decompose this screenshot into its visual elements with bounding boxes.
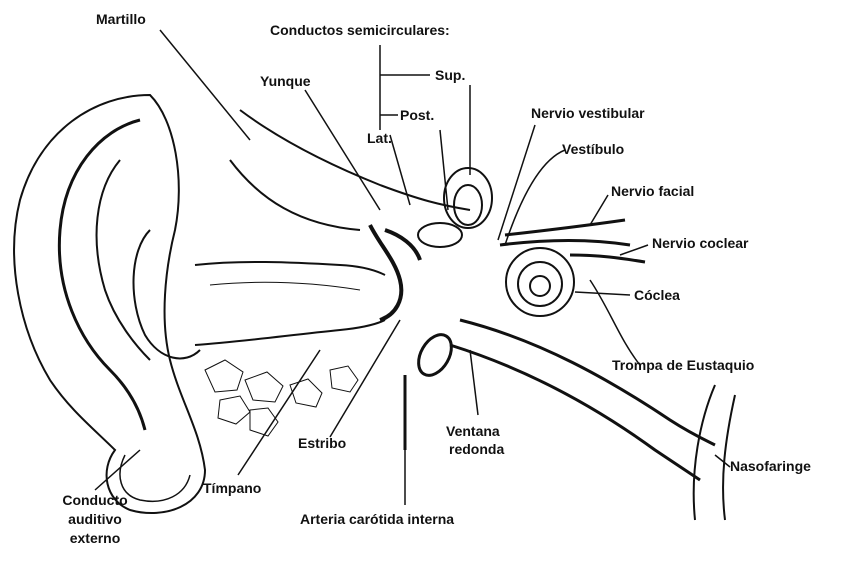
cochlea-inner (530, 276, 550, 296)
nasopharynx (694, 385, 735, 520)
ear-canal-lower (195, 320, 385, 345)
label-conductos-semicirculares: Conductos semicirculares: (270, 22, 450, 38)
ear-canal-inner (210, 282, 360, 290)
label-nervio-facial: Nervio facial (611, 183, 694, 199)
earlobe-inner (120, 455, 190, 501)
label-yunque: Yunque (260, 73, 311, 89)
label-nervio-coclear: Nervio coclear (652, 235, 749, 251)
superior-canal (444, 168, 492, 228)
label-post: Post. (400, 107, 434, 123)
cochlear-nerve (570, 255, 645, 262)
pinna-inner-fold (59, 120, 145, 430)
label-conducto-line1: Conducto (62, 492, 127, 508)
label-vestibulo: Vestíbulo (562, 141, 624, 157)
ear-canal-upper (195, 262, 385, 275)
label-coclea: Cóclea (634, 287, 680, 303)
label-sup: Sup. (435, 67, 465, 83)
label-martillo: Martillo (96, 11, 146, 27)
label-conducto-line3: externo (70, 530, 121, 546)
temporal-bone-upper (240, 110, 470, 210)
label-ventana-line2: redonda (449, 441, 504, 457)
label-trompa-de-eustaquio: Trompa de Eustaquio (612, 357, 754, 373)
label-arteria-carotida: Arteria carótida interna (300, 511, 454, 527)
label-nervio-vestibular: Nervio vestibular (531, 105, 645, 121)
label-timpano: Tímpano (203, 480, 261, 496)
label-nasofaringe: Nasofaringe (730, 458, 811, 474)
label-ventana-line1: Ventana (446, 423, 500, 439)
label-conducto-line2: auditivo (68, 511, 122, 527)
label-estribo: Estribo (298, 435, 346, 451)
temporal-bone-outline (230, 160, 360, 230)
label-lat: Lat. (367, 130, 392, 146)
mastoid-cells (205, 360, 358, 436)
facial-nerve (505, 220, 625, 235)
lateral-canal (418, 223, 462, 247)
carotid-artery (412, 329, 458, 381)
cochlea-mid (518, 262, 562, 306)
vestibular-nerve (500, 240, 630, 245)
posterior-canal (454, 185, 482, 225)
